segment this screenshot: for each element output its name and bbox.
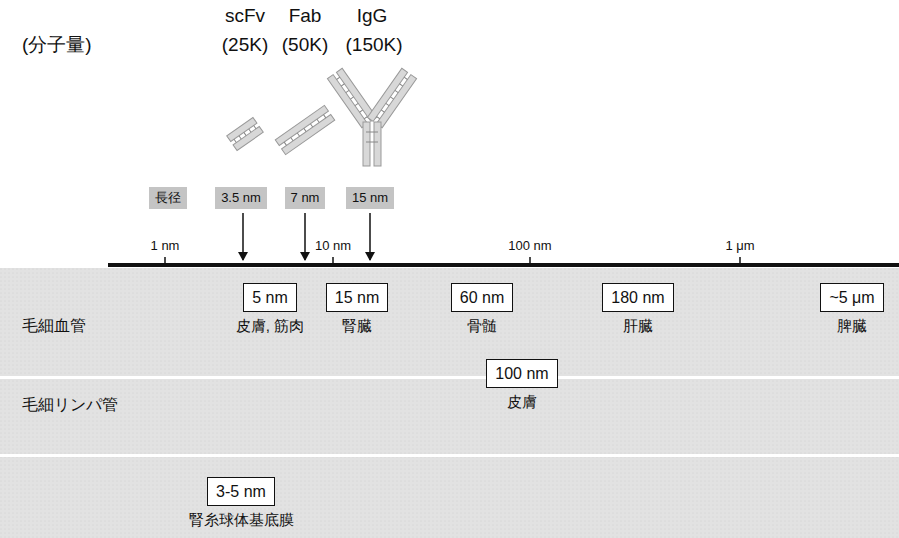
tick <box>529 257 531 264</box>
pointer-arrow <box>242 213 244 260</box>
molecular-weight: (50K) <box>282 34 328 57</box>
size-value: 60 nm <box>451 283 513 312</box>
antibody-name: scFv <box>225 5 265 28</box>
tick <box>164 257 166 264</box>
axis-caption: (分子量) <box>22 34 92 57</box>
organ-name: 骨髄 <box>467 317 497 335</box>
size-value: ~5 μm <box>820 283 883 312</box>
row-label: 毛細血管 <box>22 316 86 335</box>
size-box: 3.5 nm <box>215 187 267 209</box>
cutoff-box: ~5 μm 脾臓 <box>820 283 883 335</box>
organ-name: 腎臓 <box>342 317 372 335</box>
antibody-name: IgG <box>357 5 388 28</box>
tick-label: 10 nm <box>315 238 351 254</box>
size-value: 100 nm <box>486 359 557 388</box>
pointer-arrow <box>369 213 371 260</box>
scfv-illustration <box>227 117 264 150</box>
cutoff-box: 180 nm 肝臓 <box>602 283 673 335</box>
row-label: 毛細リンパ管 <box>22 395 118 414</box>
band <box>0 268 899 376</box>
organ-name: 皮膚 <box>507 393 537 411</box>
tick <box>332 257 334 264</box>
size-value: 3-5 nm <box>207 477 275 506</box>
tick <box>739 257 741 264</box>
organ-name: 腎糸球体基底膜 <box>189 511 294 529</box>
molecular-weight: (150K) <box>345 34 402 57</box>
molecular-weight: (25K) <box>222 34 268 57</box>
organ-name: 皮膚, 筋肉 <box>236 317 304 335</box>
size-value: 長径 <box>149 187 187 209</box>
cutoff-box: 5 nm 皮膚, 筋肉 <box>236 283 304 335</box>
organ-name: 肝臓 <box>623 317 653 335</box>
pointer-arrow <box>304 213 306 260</box>
cutoff-box: 60 nm 骨髄 <box>451 283 513 335</box>
scale-axis <box>108 263 899 267</box>
size-value: 5 nm <box>243 283 297 312</box>
tick-label: 100 nm <box>508 238 551 254</box>
igg-illustration <box>327 68 416 166</box>
size-value: 15 nm <box>346 187 394 209</box>
fab-illustration <box>275 105 334 154</box>
cutoff-box: 3-5 nm 腎糸球体基底膜 <box>189 477 294 529</box>
tick-label: 1 μm <box>725 238 754 254</box>
size-box: 7 nm <box>285 187 326 209</box>
size-value: 15 nm <box>326 283 388 312</box>
antibody-name: Fab <box>289 5 322 28</box>
cutoff-box: 15 nm 腎臓 <box>326 283 388 335</box>
size-box: 15 nm <box>346 187 394 209</box>
size-box: 長径 <box>149 187 187 209</box>
band <box>0 457 899 538</box>
organ-name: 脾臓 <box>837 317 867 335</box>
cutoff-box: 100 nm 皮膚 <box>486 359 557 411</box>
size-value: 7 nm <box>285 187 326 209</box>
tick-label: 1 nm <box>151 238 180 254</box>
band <box>0 379 899 454</box>
size-value: 180 nm <box>602 283 673 312</box>
size-value: 3.5 nm <box>215 187 267 209</box>
